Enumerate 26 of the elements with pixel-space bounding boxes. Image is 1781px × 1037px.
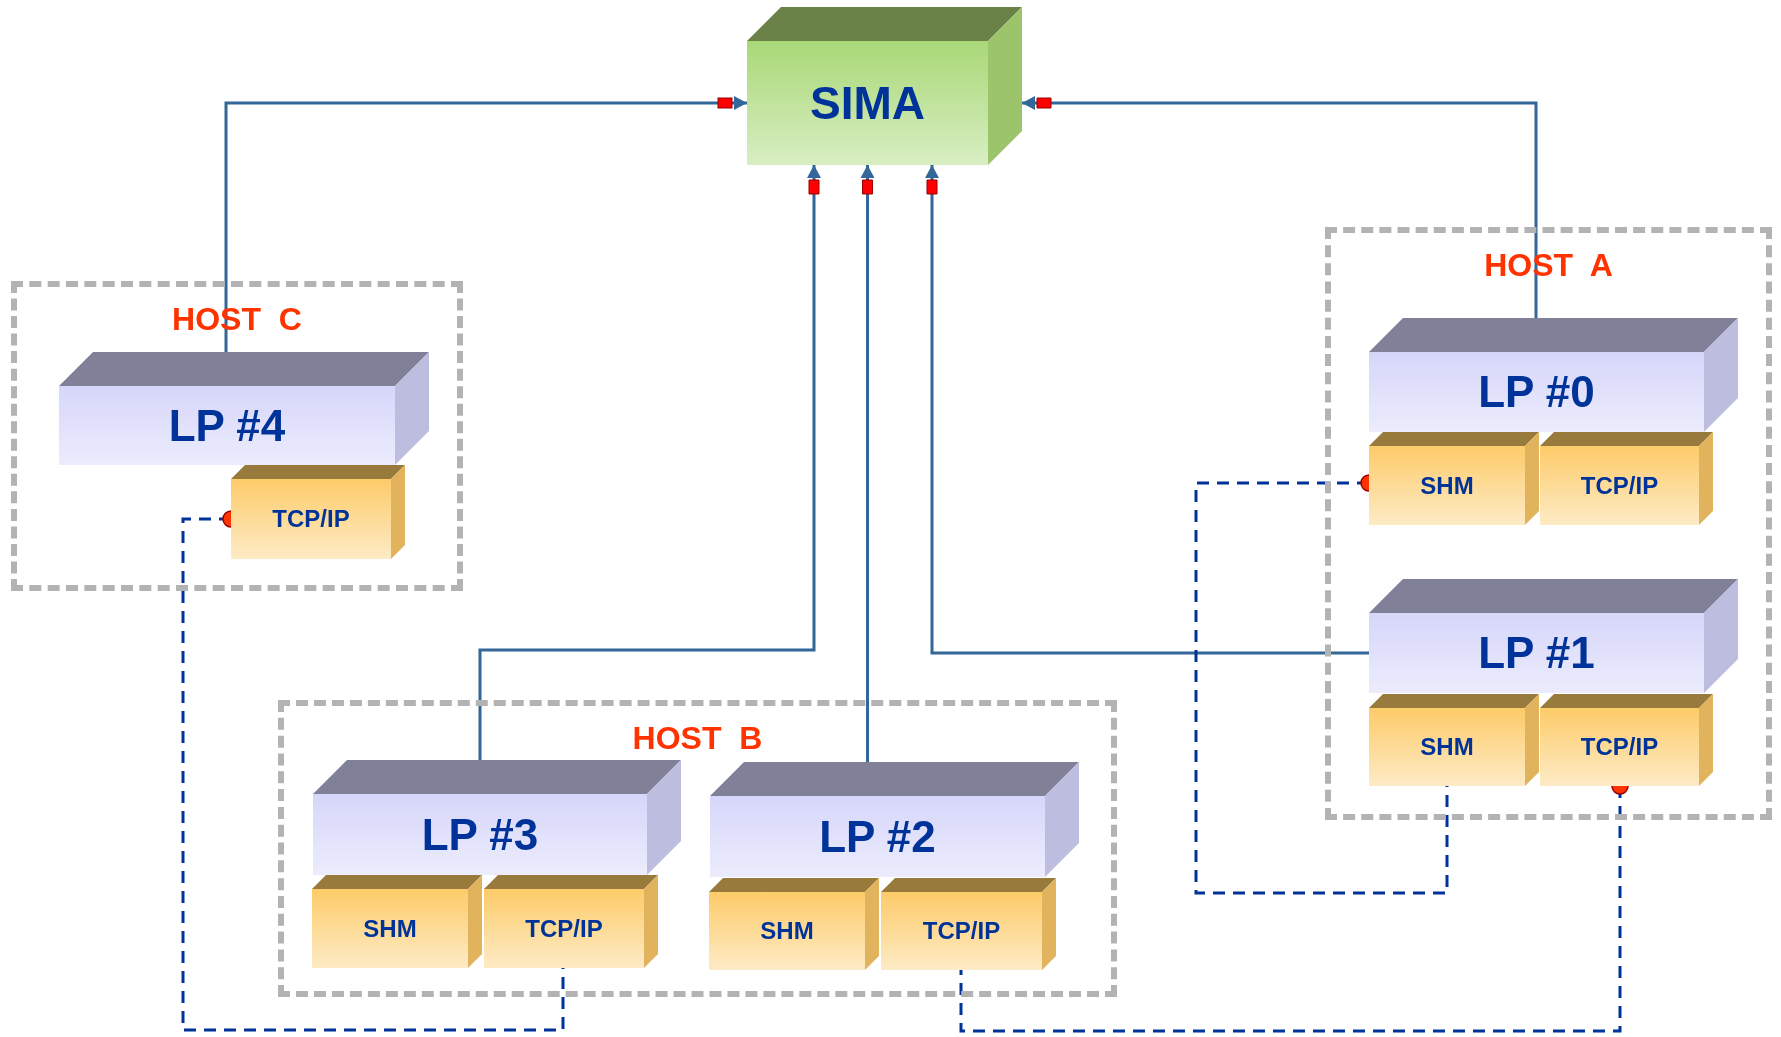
block-label: TCP/IP <box>1580 470 1659 501</box>
block-label: LP #4 <box>168 399 286 452</box>
arrow <box>860 164 875 762</box>
dashed-connector <box>1194 474 1449 895</box>
arrow <box>478 164 822 760</box>
block-label: TCP/IP <box>922 916 1001 946</box>
dashed-group-frame <box>1325 227 1772 820</box>
block-label: TCP/IP <box>272 504 350 534</box>
block-label: LP #2 <box>819 810 936 863</box>
block-label: LP #1 <box>1478 627 1595 679</box>
block-label: SHM <box>1420 732 1474 762</box>
block-label: SHM <box>1420 470 1474 501</box>
group-title: HOST B <box>632 719 763 758</box>
block-label: TCP/IP <box>525 913 603 944</box>
dashed-connector <box>181 510 565 1032</box>
arrow <box>224 95 748 352</box>
block-label: SHM <box>363 913 417 944</box>
block-label: SHM <box>760 916 814 946</box>
arrow <box>1021 95 1538 318</box>
block-label: SIMA <box>810 75 925 131</box>
block-label: LP #0 <box>1478 366 1595 418</box>
dashed-group-frame <box>278 700 1117 997</box>
block-label: LP #3 <box>421 808 539 861</box>
dashed-group-frame <box>11 281 463 591</box>
block-label: TCP/IP <box>1580 732 1659 762</box>
arrow <box>924 164 1369 655</box>
